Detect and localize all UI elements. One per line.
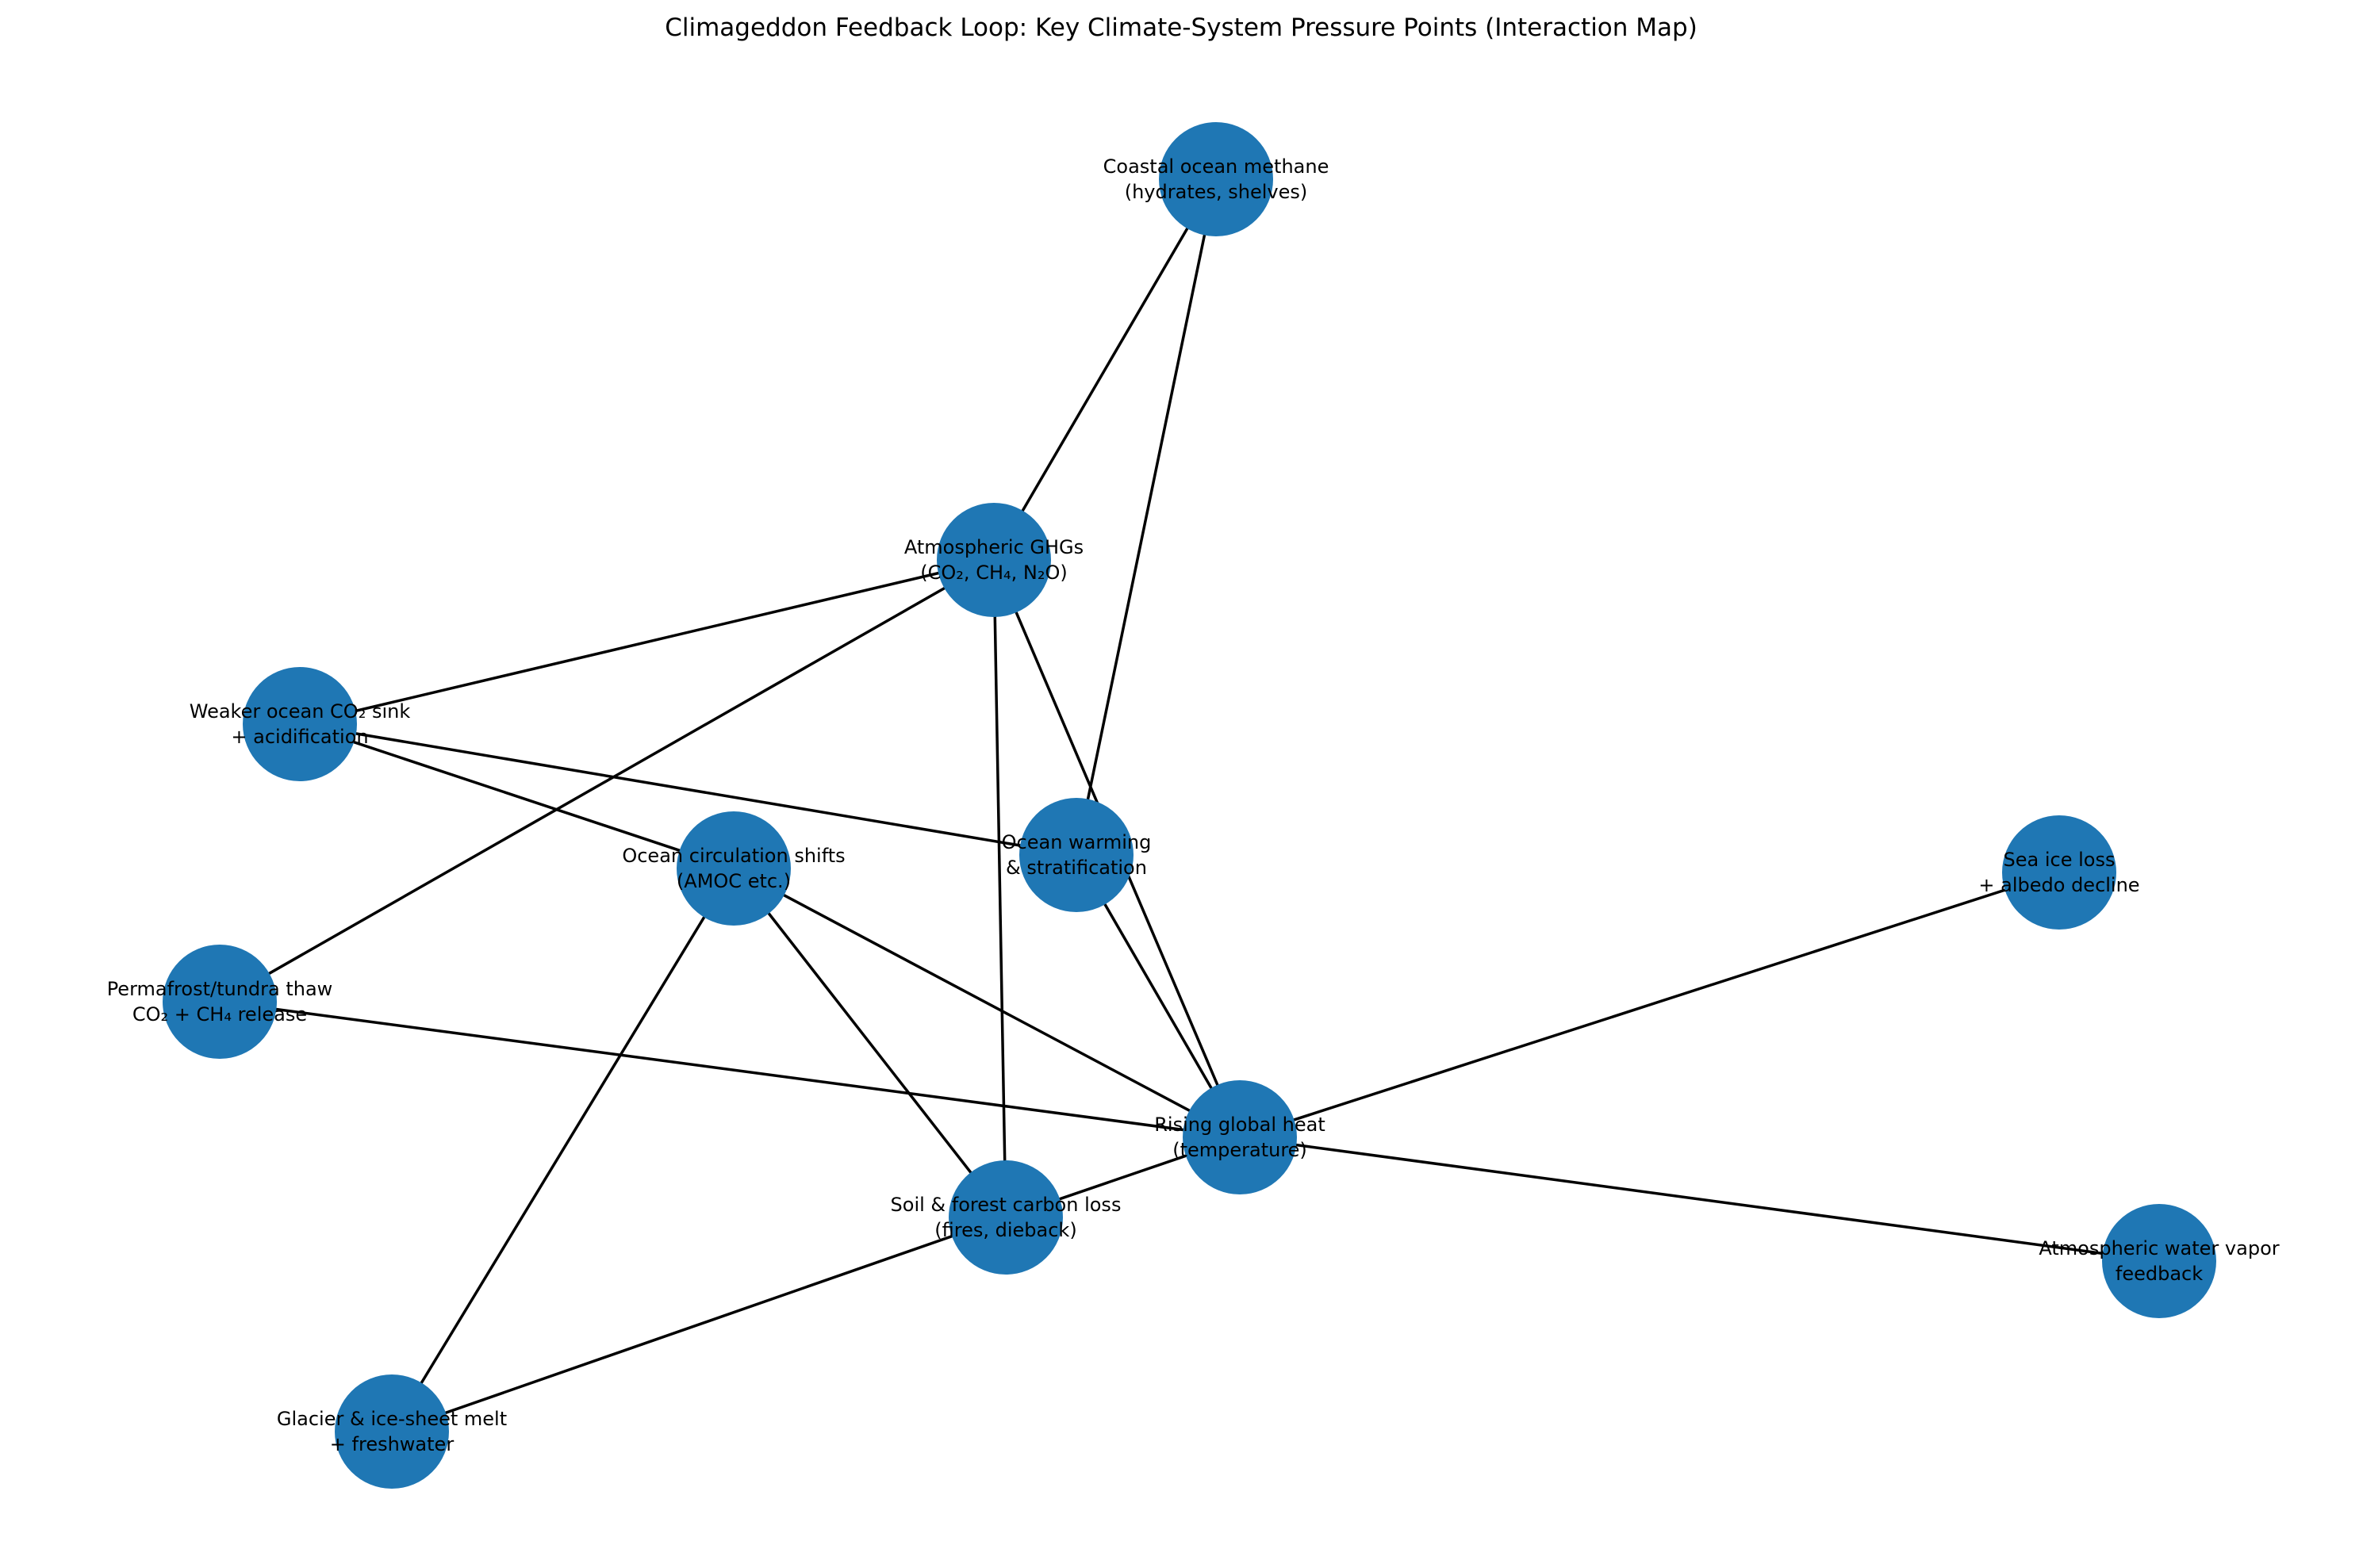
node-circle-soil [949, 1160, 1063, 1275]
edge-circulation-glacier [390, 868, 735, 1432]
node-circle-heat [1183, 1080, 1297, 1194]
nodes-layer: Coastal ocean methane (hydrates, shelves)… [107, 122, 2280, 1489]
node-label-vapor: Atmospheric water vapor feedback [2039, 1237, 2279, 1285]
node-label-methane: Coastal ocean methane (hydrates, shelves) [1103, 155, 1329, 203]
node-label-soil: Soil & forest carbon loss (fires, dieback… [891, 1194, 1122, 1241]
node-seaice: Sea ice loss + albedo decline [1978, 815, 2140, 930]
node-label-line: Weaker ocean CO₂ sink [190, 700, 411, 723]
diagram-title: Climageddon Feedback Loop: Key Climate-S… [665, 13, 1697, 42]
node-label-line: (fires, dieback) [934, 1219, 1076, 1241]
edge-sink-warming [299, 723, 1077, 857]
edge-circulation-soil [732, 867, 1007, 1219]
node-circle-methane [1159, 122, 1273, 236]
node-circle-sink [243, 667, 357, 781]
node-label-heat: Rising global heat (temperature) [1154, 1114, 1325, 1161]
edge-sink-circulation [299, 723, 735, 870]
edge-circulation-heat [733, 867, 1241, 1139]
node-label-line: Coastal ocean methane [1103, 155, 1329, 178]
node-label-line: (AMOC etc.) [677, 870, 791, 892]
node-circle-vapor [2102, 1204, 2216, 1318]
node-label-line: CO₂ + CH₄ release [132, 1003, 307, 1026]
edge-heat-seaice [1239, 871, 2060, 1139]
node-label-line: Rising global heat [1154, 1114, 1325, 1136]
node-label-sink: Weaker ocean CO₂ sink + acidification [190, 700, 411, 748]
node-soil: Soil & forest carbon loss (fires, dieback… [891, 1160, 1122, 1275]
node-circle-permafrost [163, 945, 277, 1059]
edge-heat-vapor [1239, 1136, 2160, 1263]
node-label-line: Atmospheric water vapor [2039, 1237, 2279, 1259]
node-warming: Ocean warming & stratification [1002, 798, 1152, 912]
node-label-line: Ocean warming [1002, 831, 1152, 853]
node-glacier: Glacier & ice-sheet melt + freshwater [277, 1374, 507, 1489]
edge-methane-warming [1075, 178, 1218, 856]
node-circle-warming [1019, 798, 1134, 912]
node-label-line: (temperature) [1172, 1139, 1307, 1161]
node-label-seaice: Sea ice loss + albedo decline [1978, 849, 2139, 896]
node-circle-circulation [677, 811, 791, 926]
node-label-line: Sea ice loss [2004, 849, 2116, 871]
node-sink: Weaker ocean CO₂ sink + acidification [190, 667, 411, 781]
node-circle-glacier [335, 1374, 449, 1489]
node-heat: Rising global heat (temperature) [1154, 1080, 1325, 1194]
node-label-line: + freshwater [330, 1433, 455, 1455]
node-label-line: (hydrates, shelves) [1125, 181, 1308, 203]
edge-permafrost-heat [219, 1000, 1241, 1139]
node-label-line: Permafrost/tundra thaw [107, 978, 333, 1000]
node-circle-seaice [2002, 815, 2116, 930]
node-circulation: Ocean circulation shifts (AMOC etc.) [622, 811, 846, 926]
node-label-line: + albedo decline [1978, 874, 2139, 896]
node-ghg: Atmospheric GHGs (CO₂, CH₄, N₂O) [904, 503, 1084, 617]
node-label-line: feedback [2116, 1263, 2203, 1285]
node-label-line: Glacier & ice-sheet melt [277, 1408, 507, 1430]
edge-methane-ghg [992, 178, 1218, 561]
node-label-line: & stratification [1006, 857, 1147, 879]
node-vapor: Atmospheric water vapor feedback [2039, 1204, 2280, 1318]
node-label-warming: Ocean warming & stratification [1002, 831, 1152, 879]
edge-ghg-soil [992, 559, 1007, 1218]
node-label-ghg: Atmospheric GHGs (CO₂, CH₄, N₂O) [904, 536, 1084, 584]
edge-ghg-permafrost [219, 558, 995, 1003]
edge-soil-glacier [391, 1216, 1007, 1433]
node-circle-ghg [937, 503, 1051, 617]
node-label-line: (CO₂, CH₄, N₂O) [920, 562, 1067, 584]
node-methane: Coastal ocean methane (hydrates, shelves) [1103, 122, 1329, 236]
node-label-line: + acidification [231, 726, 368, 748]
node-label-line: Ocean circulation shifts [622, 845, 845, 867]
node-label-glacier: Glacier & ice-sheet melt + freshwater [277, 1408, 507, 1455]
node-label-circulation: Ocean circulation shifts (AMOC etc.) [622, 845, 845, 892]
node-label-line: Atmospheric GHGs [904, 536, 1084, 558]
node-label-line: Soil & forest carbon loss [891, 1194, 1122, 1216]
edge-ghg-sink [299, 558, 995, 726]
